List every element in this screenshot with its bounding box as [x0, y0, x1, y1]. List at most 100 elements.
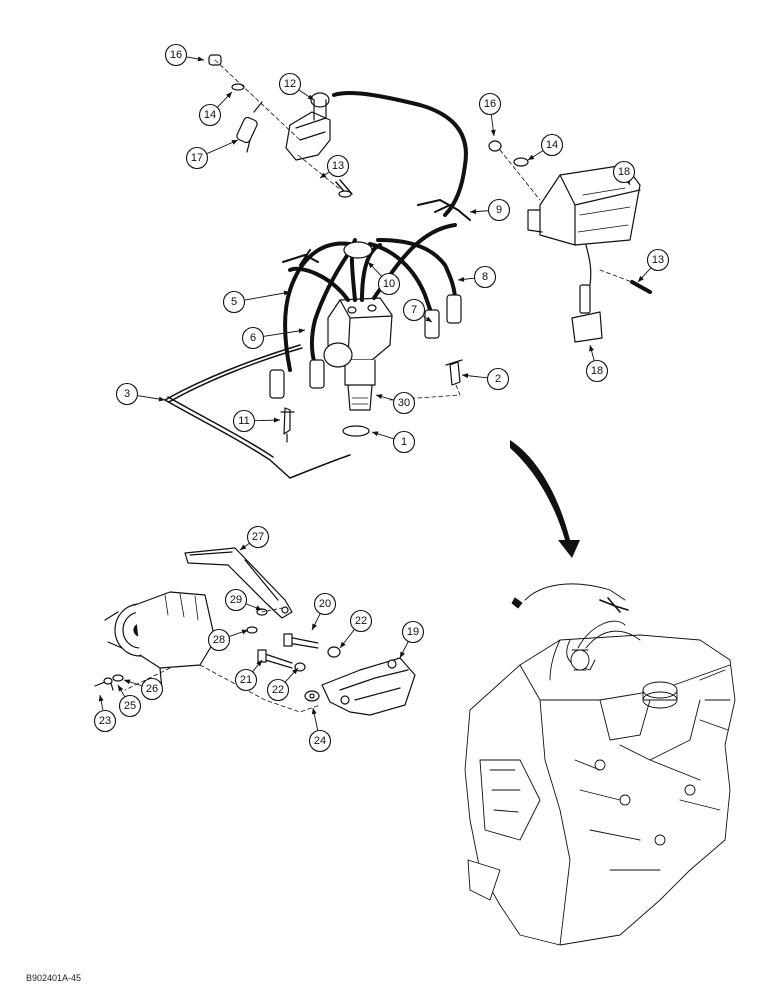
callout-washer: 25 — [117, 684, 142, 718]
callout-wire-clamp: 9 — [469, 198, 511, 222]
callout-washer: 14 — [198, 91, 233, 127]
figure-code: B902401A-45 — [26, 973, 82, 983]
callout-number: 22 — [355, 615, 367, 627]
callout-number: 8 — [482, 271, 488, 283]
callout-o-ring: 1 — [371, 430, 416, 454]
alternator-assembly — [94, 547, 416, 716]
callout-circle — [473, 265, 497, 289]
engine-overview — [464, 583, 736, 946]
callout-number: 20 — [319, 598, 331, 610]
callout-circle — [585, 359, 609, 383]
arrowhead-icon — [283, 290, 290, 296]
arrowhead-icon — [368, 262, 374, 269]
arrowhead-icon — [462, 373, 469, 379]
arrowhead-icon — [197, 56, 204, 62]
callout-number: 27 — [252, 531, 264, 543]
callout-spark-plug-wire: 8 — [457, 265, 497, 289]
callout-circle — [349, 609, 373, 633]
callout-number: 12 — [284, 78, 296, 90]
callout-number: 16 — [484, 98, 496, 110]
callout-alternator-bracket: 27 — [239, 525, 270, 551]
callout-nut: 22 — [266, 667, 299, 702]
callout-number: 3 — [124, 388, 130, 400]
arrowhead-icon — [256, 660, 262, 667]
callout-number: 16 — [170, 49, 182, 61]
arrowhead-icon — [118, 685, 124, 692]
arrowhead-icon — [298, 328, 305, 334]
callout-circle — [487, 198, 511, 222]
callout-number: 28 — [213, 634, 225, 646]
arrowhead-icon — [470, 209, 477, 215]
glow-plug-timer-assembly — [208, 54, 468, 217]
arrowhead-icon — [226, 92, 232, 99]
callout-number: 11 — [238, 415, 249, 427]
callout-voltage-regulator: 18 — [612, 160, 636, 186]
callout-washer: 28 — [207, 628, 249, 652]
callout-number: 23 — [99, 715, 111, 727]
callout-number: 14 — [546, 139, 558, 151]
arrowhead-icon — [340, 641, 346, 648]
callout-circle — [478, 92, 502, 116]
callout-circle — [377, 272, 401, 296]
callout-spark-plug-wire: 7 — [402, 298, 433, 323]
arrowhead-icon — [307, 94, 314, 100]
callout-number: 25 — [124, 700, 136, 712]
callout-circle — [198, 103, 222, 127]
callout-bolt: 13 — [319, 154, 350, 179]
arrowhead-icon — [240, 544, 247, 550]
arrowhead-icon — [158, 396, 165, 402]
arrowhead-icon — [638, 275, 644, 282]
arrowhead-icon — [292, 668, 298, 675]
callout-number: 22 — [272, 684, 284, 696]
arrowhead-icon — [273, 417, 280, 423]
callout-number: 18 — [618, 166, 630, 178]
callout-circle — [308, 729, 332, 753]
arrowhead-icon — [124, 679, 131, 685]
callout-mounting-bracket: 19 — [399, 620, 425, 659]
arrowhead-icon — [311, 708, 317, 715]
callout-number: 19 — [407, 626, 419, 638]
callout-circle — [234, 668, 258, 692]
callout-circle — [246, 525, 270, 549]
callout-circle — [326, 154, 350, 178]
callout-number: 5 — [231, 296, 237, 308]
callout-circle — [392, 430, 416, 454]
leader-line — [244, 291, 291, 301]
callout-circle — [486, 367, 510, 391]
callout-sender: 11 — [232, 409, 281, 433]
callout-circle — [313, 592, 337, 616]
callout-number: 13 — [332, 160, 344, 172]
callout-number: 13 — [652, 254, 664, 266]
callout-regulator-connector: 18 — [585, 344, 609, 383]
arrowhead-icon — [425, 316, 432, 322]
arrowhead-icon — [372, 431, 379, 437]
callout-circle — [185, 146, 209, 170]
leader-line — [263, 329, 306, 337]
callout-sensor: 17 — [185, 139, 239, 170]
callout-bolt: 2 — [461, 367, 510, 391]
arrowhead-icon — [458, 276, 465, 282]
callout-bolt: 21 — [234, 659, 263, 692]
callout-number: 7 — [411, 304, 417, 316]
callout-circle — [612, 160, 636, 184]
callout-circle — [164, 43, 188, 67]
callout-number: 6 — [250, 332, 256, 344]
callout-bolt: 20 — [311, 592, 337, 631]
callout-circle — [140, 677, 164, 701]
callout-circle — [266, 678, 290, 702]
callout-number: 30 — [398, 397, 410, 409]
callout-wire-clamp: 10 — [367, 261, 401, 296]
callout-nut: 16 — [478, 92, 502, 137]
callout-spark-plug-wire: 5 — [222, 290, 291, 314]
callout-circle — [646, 248, 670, 272]
arrowhead-icon — [400, 651, 405, 658]
callout-number: 9 — [496, 204, 502, 216]
callout-circle — [207, 628, 231, 652]
arrowhead-icon — [376, 394, 383, 400]
callout-circle — [241, 326, 265, 350]
callout-number: 26 — [146, 683, 158, 695]
callout-circle — [118, 694, 142, 718]
callout-nut: 16 — [164, 43, 205, 67]
arrowhead-icon — [241, 629, 248, 635]
